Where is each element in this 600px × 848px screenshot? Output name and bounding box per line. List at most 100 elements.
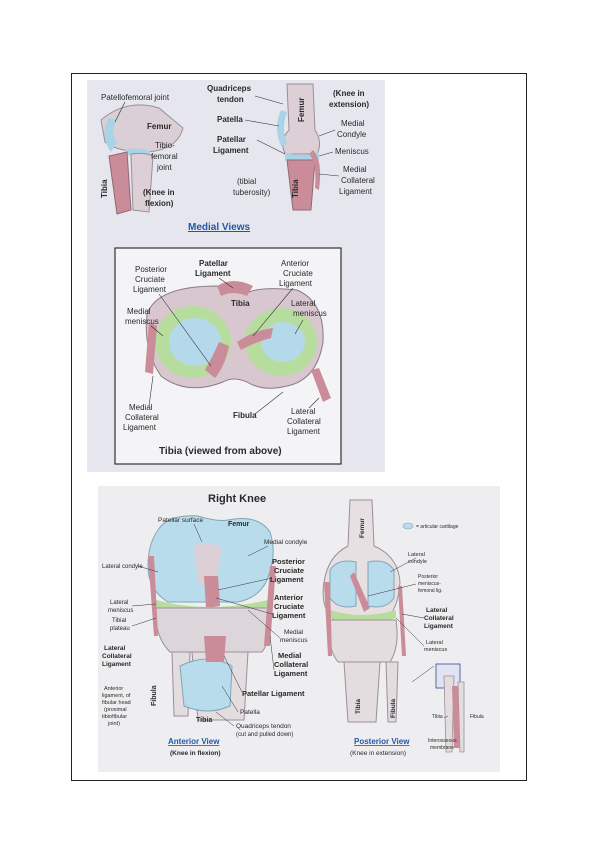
label-femur-posterior: Femur	[359, 518, 366, 538]
label-acl-above-2: Cruciate	[283, 269, 313, 278]
label-mcl-medial-3: Ligament	[339, 187, 373, 196]
label-medial-condyle-2: Condyle	[337, 130, 367, 139]
label-tibia-above: Tibia	[231, 299, 250, 308]
label-acl-above-1: Anterior	[281, 259, 309, 268]
label-patlig-above-2: Ligament	[195, 269, 231, 278]
label-tibial-tub-2: tuberosity)	[233, 188, 271, 197]
tibia-above-title: Tibia (viewed from above)	[159, 446, 282, 457]
label-tibia-anterior: Tibia	[196, 717, 212, 724]
label-ant-lig-6: joint)	[107, 721, 120, 727]
label-ant-lig-1: Anterior	[104, 686, 123, 692]
label-patellar-ligament-right: Patellar Ligament	[242, 689, 305, 698]
label-lcl-ant-2: Collateral	[102, 653, 132, 660]
right-knee-title: Right Knee	[208, 493, 266, 505]
right-knee-photo: Right Knee Patellar surface Femur Latera…	[98, 486, 500, 772]
label-fibula-anterior: Fibula	[151, 685, 158, 706]
label-mcl-above-2: Collateral	[125, 413, 159, 422]
label-tibia-vertical: Tibia	[291, 179, 300, 198]
label-femur-anterior: Femur	[228, 521, 250, 528]
label-lcl-above-2: Collateral	[287, 417, 321, 426]
label-mcl-right-3: Ligament	[274, 669, 308, 678]
label-ant-lig-5: tibiofibular	[102, 714, 127, 720]
label-pcl-right-1: Posterior	[272, 557, 305, 566]
label-quadriceps-2: tendon	[217, 95, 244, 104]
label-quad-right-2: (cut and pulled down)	[236, 732, 293, 738]
label-patella-right: Patella	[240, 709, 260, 716]
label-lat-meniscus-1: Lateral	[110, 600, 128, 606]
label-tibia-posterior: Tibia	[355, 699, 362, 714]
label-mcl-above-3: Ligament	[123, 423, 157, 432]
label-lat-meniscus-2: meniscus	[108, 608, 133, 614]
label-tibiofemoral-2: femoral	[151, 152, 178, 161]
label-interosseous-2: membrane	[430, 745, 454, 751]
label-lcl-post-1: Lateral	[426, 607, 448, 614]
label-quad-right-1: Quadriceps tendon	[236, 723, 291, 730]
label-medial-meniscus-right-1: Medial	[284, 629, 304, 636]
label-lcl-post-3: Ligament	[424, 623, 454, 630]
medial-views-photo: Patellofemoral joint Femur Tibio- femora…	[87, 80, 385, 472]
label-posterior-mf-3: femoral lig.	[418, 588, 442, 594]
label-fibula-posterior: Fibula	[390, 698, 397, 718]
label-lcl-ant-3: Ligament	[102, 661, 132, 668]
label-femur-flexion: Femur	[147, 122, 171, 131]
label-lat-men-above-1: Lateral	[291, 299, 316, 308]
label-lcl-above-1: Lateral	[291, 407, 316, 416]
anterior-view-title: Anterior View	[168, 737, 220, 746]
label-tibial-tub-1: (tibial	[237, 177, 256, 186]
label-femur-vertical: Femur	[297, 98, 306, 122]
label-knee-ext-2: extension)	[329, 100, 369, 109]
label-quadriceps-1: Quadriceps	[207, 84, 252, 93]
label-ant-lig-4: (proximal	[104, 707, 127, 713]
label-pcl-right-3: Ligament	[270, 575, 304, 584]
label-ant-lig-3: fibular head	[102, 700, 131, 706]
label-knee-ext-1: (Knee in	[333, 89, 365, 98]
legend-articular-cartilage: = articular cartilage	[416, 524, 459, 530]
label-knee-flexion-2: flexion)	[145, 199, 174, 208]
label-tibia-flexion: Tibia	[100, 179, 109, 198]
label-patellar-lig-1: Patellar	[217, 135, 246, 144]
label-ant-lig-2: ligament, of	[102, 693, 131, 699]
label-lat-meniscus-post-1: Lateral	[426, 640, 443, 646]
label-acl-right-1: Anterior	[274, 593, 303, 602]
label-knee-in-extension: (Knee in extension)	[350, 750, 406, 757]
label-knee-flexion-1: (Knee in	[143, 188, 175, 197]
label-fibula-above: Fibula	[233, 411, 257, 420]
label-mcl-medial-1: Medial	[343, 165, 367, 174]
label-tibial-plateau-2: plateau	[110, 626, 130, 632]
medial-views-title: Medial Views	[188, 222, 251, 233]
label-patlig-above-1: Patellar	[199, 259, 228, 268]
label-acl-right-2: Cruciate	[274, 602, 304, 611]
label-lat-meniscus-post-2: meniscus	[424, 647, 447, 653]
label-tibial-plateau-1: Tibial	[112, 618, 126, 624]
label-knee-in-flexion: (Knee in flexion)	[170, 750, 221, 757]
label-lat-condyle-post-1: Lateral	[408, 552, 425, 558]
label-mcl-right-1: Medial	[278, 651, 301, 660]
label-pcl-above-1: Posterior	[135, 265, 167, 274]
label-posterior-mf-1: Posterior	[418, 574, 438, 580]
label-pcl-above-2: Cruciate	[135, 275, 165, 284]
label-medial-condyle-right: Medial condyle	[264, 539, 308, 546]
label-lateral-condyle: Lateral condyle	[102, 564, 143, 570]
label-acl-right-3: Ligament	[272, 611, 306, 620]
label-pcl-above-3: Ligament	[133, 285, 167, 294]
label-medial-meniscus-right-2: meniscus	[280, 637, 308, 644]
label-patella-medial: Patella	[217, 115, 243, 124]
label-acl-above-3: Ligament	[279, 279, 313, 288]
label-med-men-above-2: meniscus	[125, 317, 159, 326]
label-mcl-right-2: Collateral	[274, 660, 308, 669]
label-patellar-lig-2: Ligament	[213, 146, 249, 155]
label-fibula-small: Fibula	[470, 714, 484, 720]
label-patellar-surface: Patellar surface	[158, 517, 204, 524]
label-tibia-small: Tibia	[432, 714, 443, 720]
label-medial-condyle-1: Medial	[341, 119, 365, 128]
label-mcl-medial-2: Collateral	[341, 176, 375, 185]
label-tibiofemoral-1: Tibio-	[155, 141, 175, 150]
label-med-men-above-1: Medial	[127, 307, 151, 316]
label-posterior-mf-2: meniscus-	[418, 581, 441, 587]
label-pcl-right-2: Cruciate	[274, 566, 304, 575]
label-lcl-above-3: Ligament	[287, 427, 321, 436]
label-lat-condyle-post-2: condyle	[408, 559, 427, 565]
label-interosseous-1: Interosseous	[428, 738, 457, 744]
label-tibiofemoral-3: joint	[156, 163, 172, 172]
label-lcl-ant-1: Lateral	[104, 645, 126, 652]
